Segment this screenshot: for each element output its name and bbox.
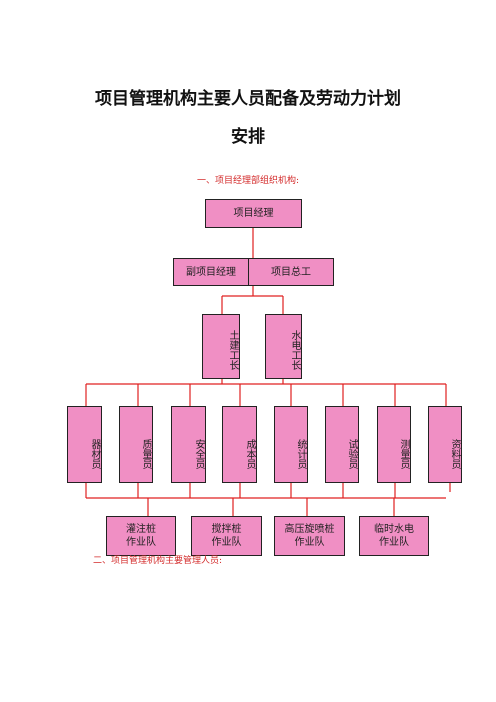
org-box-staff-quality: 质量员 — [119, 406, 153, 483]
org-label-me-foreman: 水电工长 — [289, 329, 300, 370]
org-box-me-foreman: 水电工长 — [265, 314, 302, 379]
team-label-line1: 高压旋喷桩 — [284, 524, 335, 535]
org-box-civil-foreman: 土建工长 — [202, 314, 240, 379]
org-box-project-manager: 项目经理 — [205, 199, 302, 228]
org-box-team-jet-grouting: 高压旋喷桩 作业队 — [274, 516, 345, 556]
org-box-staff-statistics: 统计员 — [274, 406, 308, 483]
team-label-line2: 作业队 — [379, 537, 409, 548]
org-label-staff: 资料员 — [449, 438, 460, 469]
team-label-line1: 灌注桩 — [126, 524, 156, 535]
team-label-line1: 搅拌桩 — [211, 524, 242, 535]
org-label-project-manager: 项目经理 — [233, 208, 274, 219]
org-label-staff: 器材员 — [89, 438, 100, 469]
team-label-line2: 作业队 — [294, 537, 325, 548]
org-box-staff-survey: 测量员 — [377, 406, 411, 483]
org-box-staff-safety: 安全员 — [171, 406, 206, 483]
section-heading-key-staff: 二、项目管理机构主要管理人员: — [93, 556, 223, 566]
org-label-civil-foreman: 土建工长 — [227, 329, 238, 370]
org-label-staff: 成本员 — [244, 438, 255, 469]
document-title-line2: 安排 — [231, 127, 265, 147]
org-box-deputy-manager: 副项目经理 — [173, 258, 248, 286]
org-box-staff-documents: 资料员 — [428, 406, 462, 483]
org-label-staff: 质量员 — [140, 438, 151, 469]
org-box-team-mixing-pile: 搅拌桩 作业队 — [191, 516, 262, 556]
org-box-team-temp-utilities: 临时水电 作业队 — [359, 516, 429, 556]
section-heading-org-structure: 一、项目经理部组织机构: — [196, 176, 300, 186]
org-label-chief-engineer: 项目总工 — [271, 266, 311, 278]
org-box-staff-equipment: 器材员 — [67, 406, 102, 483]
team-label-line2: 作业队 — [126, 537, 156, 548]
team-label-line1: 临时水电 — [374, 524, 414, 535]
document-title-line1: 项目管理机构主要人员配备及劳动力计划 — [95, 89, 401, 109]
org-box-staff-cost: 成本员 — [222, 406, 257, 483]
org-label-staff: 测量员 — [398, 438, 409, 469]
org-label-deputy-manager: 副项目经理 — [186, 266, 236, 278]
org-label-staff: 安全员 — [193, 438, 204, 469]
org-label-staff: 试验员 — [346, 438, 357, 469]
team-label-line2: 作业队 — [211, 537, 242, 548]
org-label-staff: 统计员 — [295, 438, 306, 469]
org-box-staff-testing: 试验员 — [325, 406, 359, 483]
org-box-chief-engineer: 项目总工 — [248, 258, 334, 286]
org-box-team-bored-pile: 灌注桩 作业队 — [106, 516, 176, 556]
